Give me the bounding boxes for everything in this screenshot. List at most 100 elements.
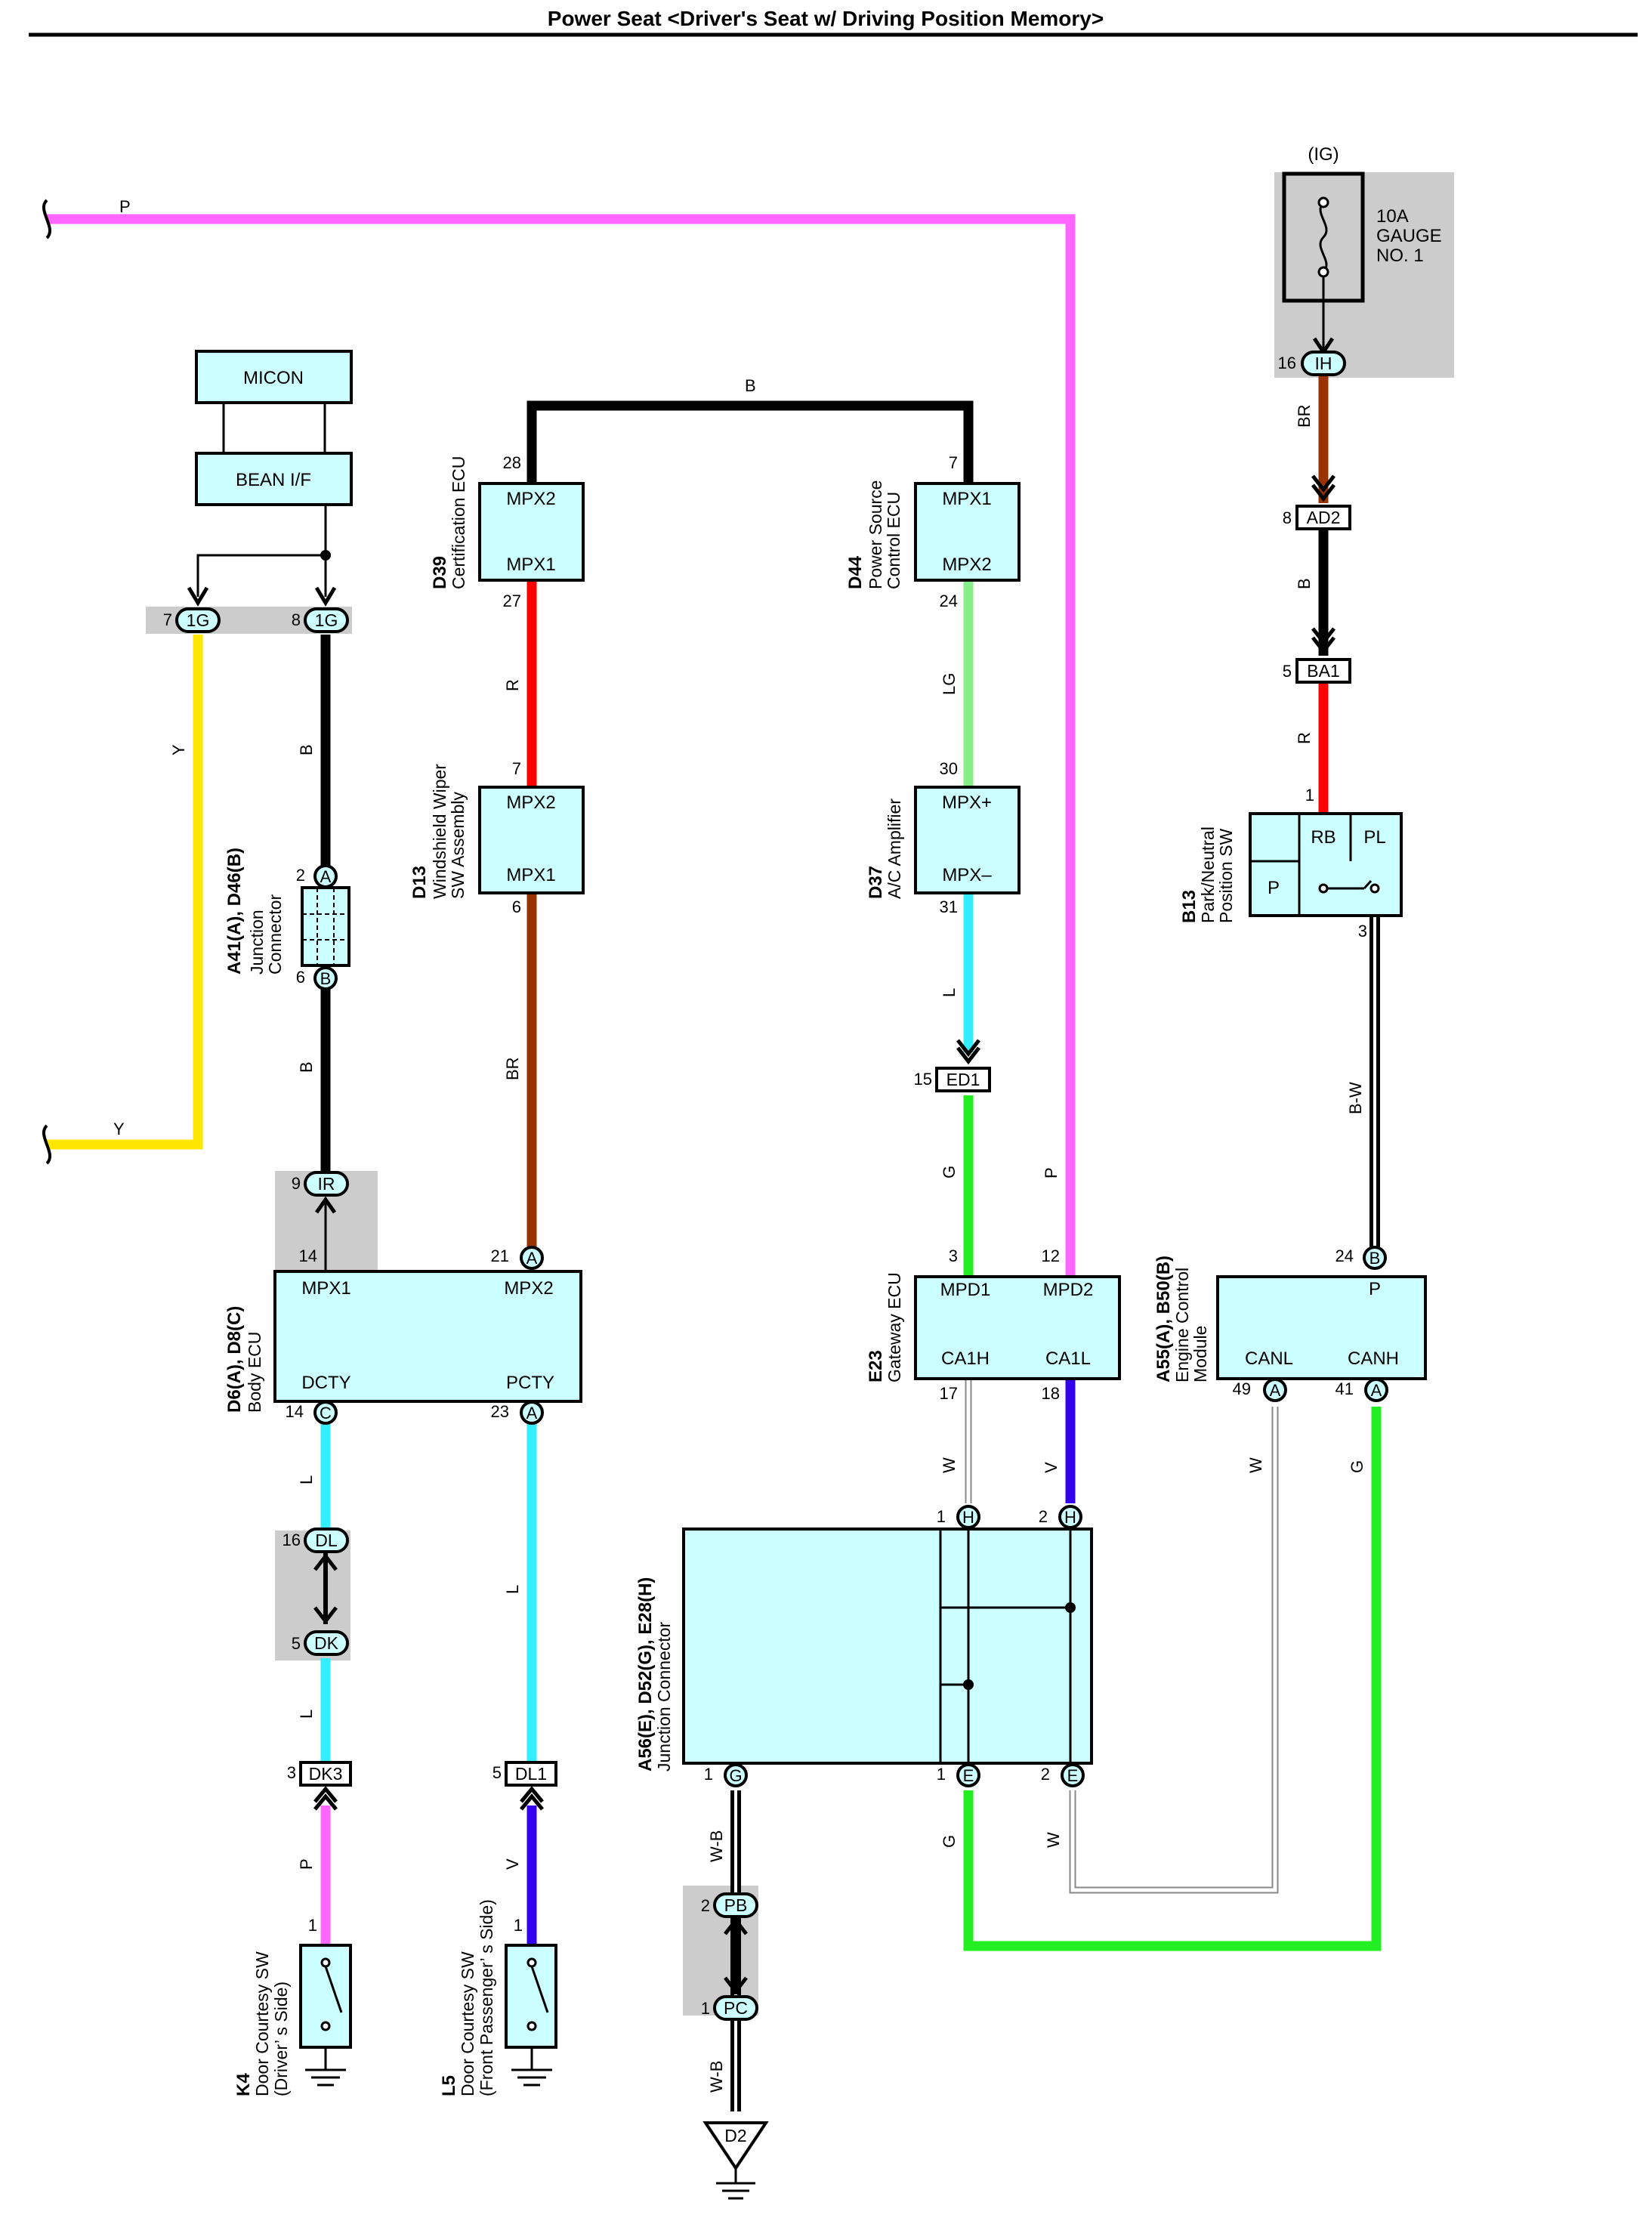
svg-text:E23: E23 [866,1350,886,1382]
pin-number: 1 [704,1765,713,1784]
pin-number: 7 [163,610,172,629]
wire-label: B [297,1061,316,1073]
svg-text:D6(A), D8(C): D6(A), D8(C) [224,1306,245,1413]
ground-point-d2 [702,2121,769,2171]
break-mark-icon [42,199,52,239]
svg-text:A55(A), B50(B): A55(A), B50(B) [1153,1256,1174,1382]
pin-letter: E [1067,1766,1079,1785]
pin-number: 18 [1042,1384,1060,1403]
arrow-icon [724,1917,748,1935]
terminal-label: CANL [1245,1348,1293,1369]
pin-letter: C [320,1404,332,1422]
connector-code: DL [315,1531,338,1550]
svg-text:Module: Module [1190,1326,1210,1382]
pin-number: 27 [503,592,521,610]
ecm-box [1216,1275,1427,1380]
junction-dot [963,1679,974,1690]
connector-code: 1G [187,610,210,630]
pin-number: 14 [299,1246,317,1265]
pin-bubble [1058,1505,1082,1529]
wire-label: V [1042,1462,1061,1473]
k4-label: K4 [233,2073,254,2096]
pin-number: 2 [701,1896,710,1915]
pin-number: 30 [940,759,958,778]
terminal-label: MPX1 [506,865,555,885]
jc2-label: A56(E), D52(G), E28(H) [635,1577,656,1772]
svg-text:Windshield Wiper: Windshield Wiper [430,764,449,899]
terminal-label: PCTY [506,1373,554,1393]
wire-label: L [503,1585,522,1594]
pin-letter: B [1369,1249,1381,1268]
wire-label: Y [113,1120,125,1138]
connector-code: IH [1315,354,1332,373]
terminal-label: MPD2 [1043,1280,1094,1300]
fuse-source: (IG) [1308,144,1339,165]
pin-number: 7 [512,759,521,778]
arrow-icon [1311,474,1335,502]
svg-text:D13: D13 [409,866,430,899]
terminal-label: MPX1 [942,489,991,509]
pin-number: 14 [286,1402,304,1421]
d44-box [914,482,1021,582]
junction-dot [1065,1602,1076,1613]
pin-bubble [520,1246,544,1270]
pin-letter: H [1064,1508,1076,1527]
pin-number: 2 [1041,1765,1050,1784]
arrow-icon [313,1606,338,1625]
pin-number: 6 [296,968,305,987]
pin-number: 8 [1283,508,1292,527]
wire-label: B [1295,578,1314,589]
d37-label: D37 [866,866,886,899]
pin-number: 5 [493,1763,502,1782]
terminal-label: P [1268,878,1280,898]
fuse-rating: 10A [1376,206,1409,227]
pin-bubble [724,1763,748,1787]
pin-bubble [1263,1378,1287,1402]
wire-label: W-B [707,2061,726,2093]
wire-label: W [1044,1832,1063,1848]
wire-label: P [1042,1167,1061,1178]
bean-if-label: BEAN I/F [236,470,311,490]
pin-letter: A [320,867,332,886]
pin-number: 41 [1335,1379,1354,1398]
wire-label: B [297,744,316,755]
connector-code: BA1 [1307,661,1339,681]
connector-dk [304,1630,349,1656]
svg-text:Body ECU: Body ECU [245,1332,264,1413]
svg-text:Engine Control: Engine Control [1172,1268,1192,1382]
svg-text:A41(A), D46(B): A41(A), D46(B) [224,848,245,975]
pin-number: 24 [1335,1246,1354,1265]
svg-text:A/C Amplifier: A/C Amplifier [885,799,904,899]
wire-p-top [47,214,1076,1277]
svg-text:A56(E), D52(G), E28(H): A56(E), D52(G), E28(H) [635,1577,656,1772]
pin-number: 1 [514,1916,523,1935]
svg-text:Door Courtesy SW: Door Courtesy SW [458,1951,477,2096]
wire-b-top [526,400,974,483]
wire-label: BR [503,1057,522,1080]
pin-number: 16 [283,1531,301,1549]
pin-letter: A [526,1404,538,1422]
pin-number: 1 [701,1999,710,2018]
bean-if-box [195,452,353,506]
wire-label: R [503,679,522,691]
wire-label: W [1246,1457,1265,1473]
connector-code: IR [318,1174,335,1194]
pin-number: 1 [937,1765,946,1784]
arrow-icon [314,1196,337,1214]
wire-label: P [119,197,131,216]
pin-bubble [1061,1763,1085,1787]
terminal-label: MPX1 [506,554,555,575]
pin-bubble [1363,1246,1387,1270]
d13-box [478,786,585,894]
svg-text:Power Source: Power Source [866,480,885,589]
junction-connector-a41 [301,886,350,967]
arrow-icon [314,586,337,607]
svg-text:K4: K4 [233,2073,254,2096]
wire-label: BR [1295,404,1314,428]
pin-number: 2 [1039,1507,1048,1526]
pin-bubble [520,1401,544,1425]
svg-text:Control ECU: Control ECU [884,492,903,589]
connector-dk3 [299,1761,352,1787]
terminal-label: MPX+ [942,792,992,813]
terminal-label: RB [1311,827,1335,848]
